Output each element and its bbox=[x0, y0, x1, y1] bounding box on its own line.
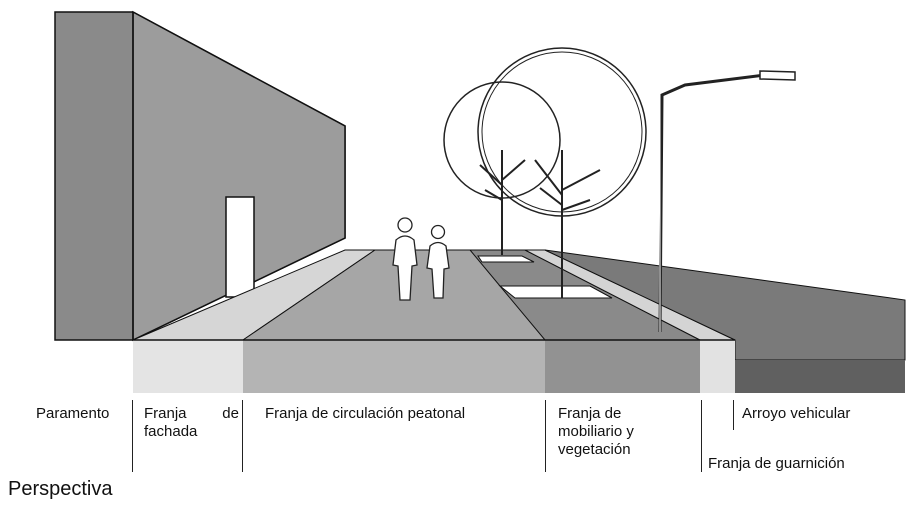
circulation-front bbox=[243, 340, 545, 393]
pedestrian-icon bbox=[426, 224, 450, 299]
divider-guarnicion bbox=[733, 400, 734, 430]
tree-icon bbox=[477, 47, 647, 298]
label-franja-fachada: Franja de fachada bbox=[144, 405, 239, 440]
divider-mobiliario bbox=[701, 400, 702, 472]
divider-circulacion bbox=[545, 400, 546, 472]
door-icon bbox=[225, 196, 255, 298]
road-front bbox=[735, 360, 905, 393]
curb-front bbox=[700, 340, 735, 393]
tree-pit-far bbox=[477, 255, 535, 263]
street-lamp-icon bbox=[658, 70, 796, 333]
label-arroyo-vehicular: Arroyo vehicular bbox=[742, 405, 851, 422]
tree-icon bbox=[443, 81, 561, 255]
label-franja-mobiliario: Franja de mobiliario y vegetación bbox=[558, 405, 634, 458]
caption-perspectiva: Perspectiva bbox=[8, 478, 113, 500]
facade-front bbox=[133, 340, 243, 393]
divider-fachada bbox=[242, 400, 243, 472]
furniture-front bbox=[545, 340, 700, 393]
label-franja-guarnicion: Franja de guarnición bbox=[708, 455, 845, 472]
divider-paramento bbox=[132, 400, 133, 472]
pedestrian-icon bbox=[392, 217, 418, 301]
label-paramento: Paramento bbox=[36, 405, 110, 422]
label-franja-circulacion: Franja de circulación peatonal bbox=[265, 405, 466, 422]
tree-pit-near bbox=[498, 285, 613, 299]
